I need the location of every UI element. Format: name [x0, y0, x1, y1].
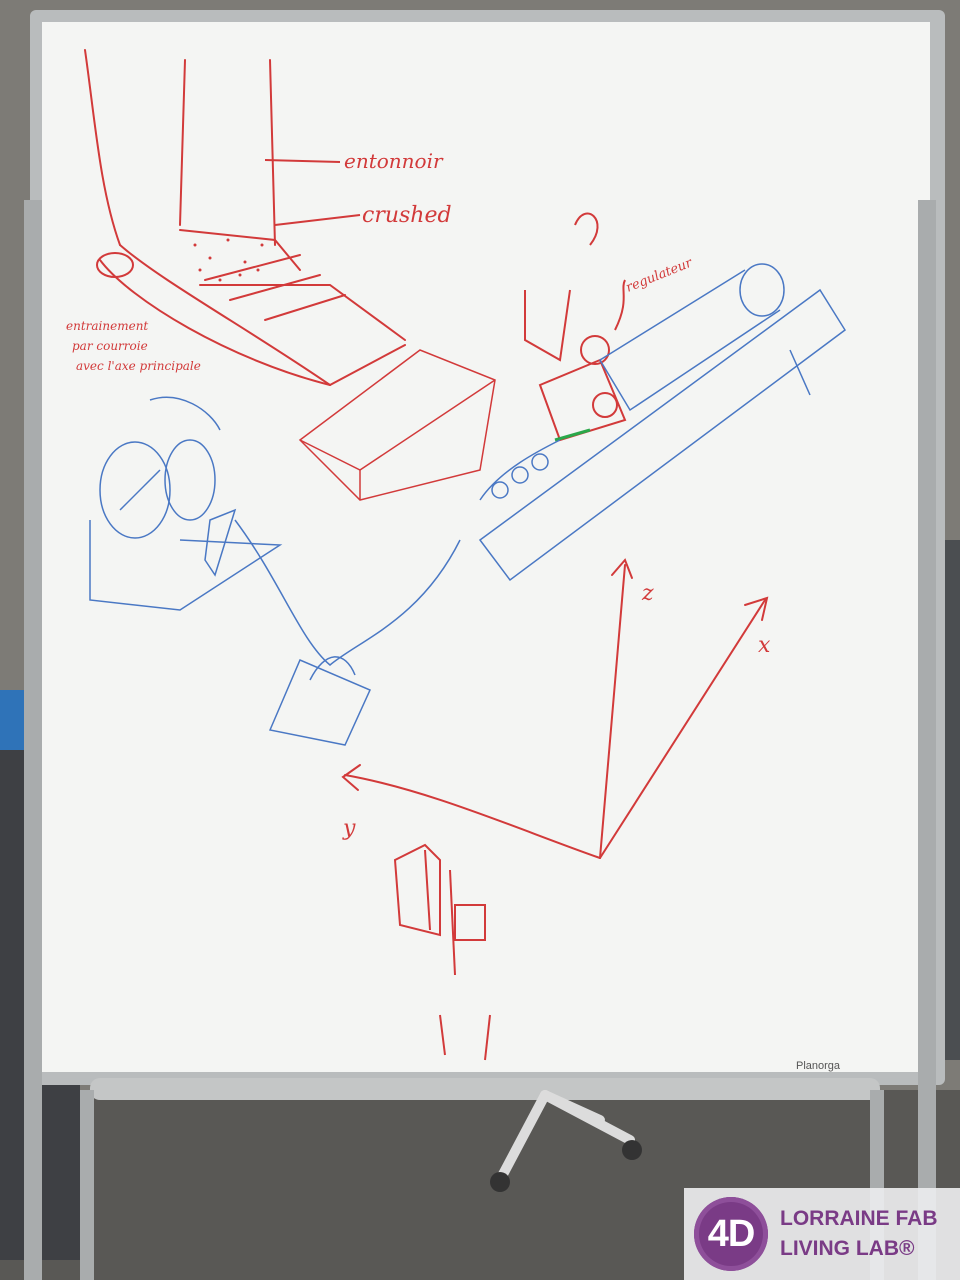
axis-label-z: z [641, 581, 654, 606]
regulator-sketch [524, 212, 627, 442]
stand-left-leg [24, 200, 42, 1280]
watermark-line-2: LIVING LAB® [780, 1237, 915, 1260]
label-crushed: crushed [362, 203, 452, 228]
xyz-axes-sketch [341, 558, 769, 859]
crushed-material-dots [193, 238, 264, 282]
label-entrainement-1: entrainement [66, 319, 148, 333]
entonnoir-pointer [264, 159, 341, 163]
office-chair-base [495, 1090, 635, 1185]
chair-wheel [490, 1172, 510, 1192]
label-entrainement-2: par courroie [72, 339, 148, 353]
axis-label-y: y [342, 816, 356, 841]
bottom-part-sketch [393, 843, 491, 1061]
spool-winder-sketch [89, 396, 461, 746]
funnel-sketch [84, 49, 406, 386]
crushed-pointer [274, 214, 361, 226]
axis-label-x: x [758, 633, 771, 658]
lorraine-fab-logo-icon: 4D [694, 1197, 768, 1271]
label-entonnoir: entonnoir [344, 149, 444, 173]
label-entrainement-3: avec l'axe principale [76, 359, 201, 373]
conveyor-sketch [478, 263, 847, 582]
regulator-green-mark [554, 428, 591, 442]
watermark-text: LORRAINE FAB LIVING LAB® [780, 1204, 938, 1264]
stand-crossbar [90, 1078, 880, 1100]
collector-box-sketch [298, 349, 496, 501]
stand-right-leg [918, 200, 936, 1280]
board-brand-label: Planorga [796, 1060, 841, 1072]
chair-wheel [622, 1140, 642, 1160]
watermark-line-1: LORRAINE FAB [780, 1207, 938, 1230]
stand-left-pole [80, 1090, 94, 1280]
lorraine-fab-watermark: 4D LORRAINE FAB LIVING LAB® [684, 1188, 960, 1280]
